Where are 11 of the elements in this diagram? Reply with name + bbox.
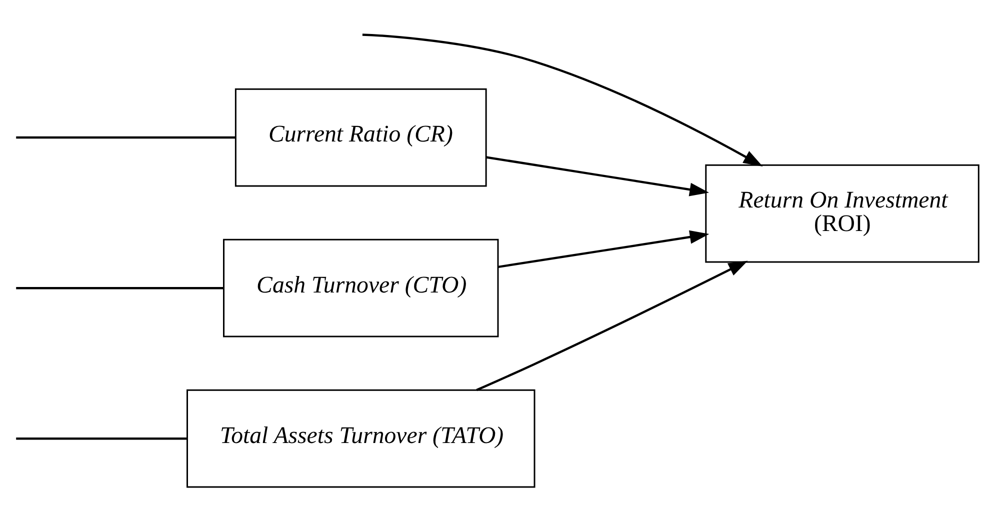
connector <box>16 437 188 440</box>
node-box: Total Assets Turnover (TATO) <box>186 389 536 488</box>
node-box: Cash Turnover (CTO) <box>223 238 499 338</box>
connector <box>16 286 224 290</box>
arrow <box>362 34 763 166</box>
node-box: Current Ratio (CR) <box>234 88 487 187</box>
arrow <box>476 260 748 392</box>
node-box: Return On Investment (ROI) <box>705 164 980 263</box>
arrow <box>486 156 710 196</box>
connector <box>16 136 236 139</box>
arrow <box>498 230 710 268</box>
